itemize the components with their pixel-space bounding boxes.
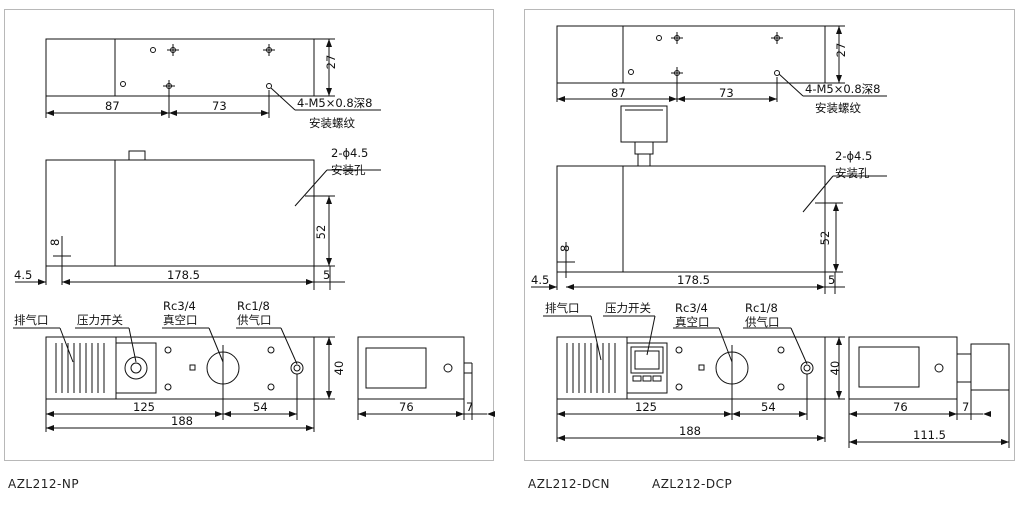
dim-178-5: 178.5 [167, 268, 200, 282]
pressure-switch-label: 压力开关 [605, 301, 651, 315]
top-view [45, 38, 381, 118]
dim-54: 54 [761, 400, 776, 414]
left-drawing-panel: 87 73 27 4-M5×0.8深8 安装螺纹 2-ϕ4.5 安装孔 8 52… [4, 9, 495, 461]
front-view [13, 327, 335, 432]
dim-7: 7 [466, 400, 473, 414]
pressure-sensor-body [620, 105, 668, 166]
side-view [15, 150, 381, 290]
dim-40: 40 [828, 361, 842, 376]
dim-54: 54 [253, 400, 268, 414]
dim-52: 52 [818, 231, 832, 246]
dim-4-5: 4.5 [531, 273, 549, 287]
dim-7: 7 [962, 400, 969, 414]
dim-5: 5 [323, 268, 330, 282]
side-view [531, 165, 887, 294]
supply-port-label: 供气口 [745, 315, 780, 329]
thread-sub: 安装螺纹 [309, 116, 355, 130]
dim-188: 188 [171, 414, 193, 428]
dim-40: 40 [332, 361, 346, 376]
dim-5: 5 [828, 273, 835, 287]
dim-125: 125 [635, 400, 657, 414]
dim-76: 76 [893, 400, 908, 414]
dim-125: 125 [133, 400, 155, 414]
supply-port-label: 供气口 [237, 313, 272, 327]
dim-87: 87 [611, 86, 626, 100]
dim-73: 73 [719, 86, 734, 100]
left-drawing: 87 73 27 4-M5×0.8深8 安装螺纹 2-ϕ4.5 安装孔 8 52… [13, 38, 495, 432]
hole-note: 2-ϕ4.5 [835, 149, 872, 163]
exhaust-port-label: 排气口 [14, 313, 49, 327]
thread-note: 4-M5×0.8深8 [805, 82, 880, 96]
dim-8: 8 [558, 245, 572, 252]
front-view [543, 315, 845, 442]
right-model-label-dcp: AZL212-DCP [652, 477, 733, 491]
dim-27: 27 [324, 55, 338, 70]
hole-sub: 安装孔 [835, 166, 870, 180]
dim-87: 87 [105, 99, 120, 113]
dim-178-5: 178.5 [677, 273, 710, 287]
dim-8: 8 [48, 239, 62, 246]
exhaust-port-label: 排气口 [545, 301, 580, 315]
dim-76: 76 [399, 400, 414, 414]
dim-4-5: 4.5 [14, 268, 32, 282]
dim-52: 52 [314, 225, 328, 240]
right-drawing: 87 73 27 4-M5×0.8深8 安装螺纹 2-ϕ4.5 安装孔 8 52… [531, 25, 1010, 448]
dim-73: 73 [212, 99, 227, 113]
dim-188: 188 [679, 424, 701, 438]
end-view [357, 336, 495, 420]
dim-27: 27 [834, 43, 848, 58]
supply-thread-label: Rc1/8 [745, 301, 778, 315]
top-view [556, 25, 887, 102]
dim-111-5: 111.5 [913, 428, 946, 442]
left-model-label: AZL212-NP [8, 477, 80, 491]
hole-sub: 安装孔 [331, 163, 366, 177]
thread-note: 4-M5×0.8深8 [297, 96, 372, 110]
pressure-switch-label: 压力开关 [77, 313, 123, 327]
vacuum-port-label: 真空口 [163, 313, 198, 327]
vacuum-port-label: 真空口 [675, 315, 710, 329]
vacuum-thread-label: Rc3/4 [675, 301, 708, 315]
vacuum-thread-label: Rc3/4 [163, 299, 196, 313]
right-model-label-dcn: AZL212-DCN [528, 477, 610, 491]
end-view [848, 336, 1010, 448]
hole-note: 2-ϕ4.5 [331, 146, 368, 160]
right-drawing-panel: 87 73 27 4-M5×0.8深8 安装螺纹 2-ϕ4.5 安装孔 8 52… [524, 9, 1015, 461]
supply-thread-label: Rc1/8 [237, 299, 270, 313]
thread-sub: 安装螺纹 [815, 101, 861, 115]
